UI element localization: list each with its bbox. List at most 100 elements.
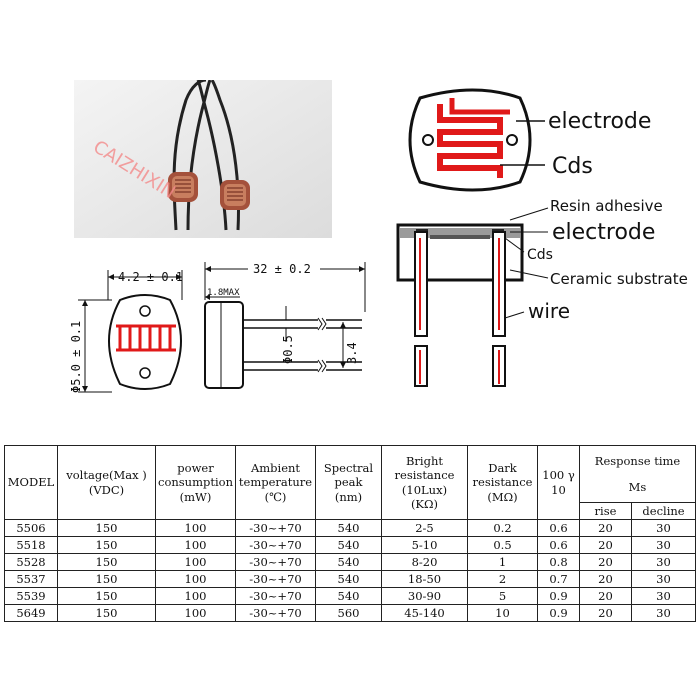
cell-spectral-peak: 540 — [315, 553, 382, 571]
cell-decline: 30 — [631, 570, 696, 588]
sensor-head-left — [168, 172, 198, 202]
technical-drawings: CAIZHIXIN electrode Cds Resin adhesive — [69, 88, 688, 393]
cell-model: 5539 — [4, 587, 58, 605]
label-cds-side: Cds — [527, 247, 553, 263]
header-dark: Dark resistance (MΩ) — [467, 445, 538, 520]
dim-body-height: 1.8MAX — [207, 288, 240, 298]
header-bright: Bright resistance (10Lux) (KΩ) — [381, 445, 468, 520]
side-view-dimensions — [204, 262, 366, 389]
sensor-head-right — [220, 180, 250, 210]
cell-decline: 30 — [631, 587, 696, 605]
front-view-dimensions — [78, 270, 183, 393]
label-electrode-side: electrode — [552, 220, 655, 245]
header-gamma: 100 γ 10 — [537, 445, 580, 520]
cell-dark-resistance: 1 — [467, 553, 538, 571]
dim-lead-pitch: 3.4 — [345, 342, 359, 364]
header-ambient: Ambient temperature (℃) — [235, 445, 316, 520]
cell-dark-resistance: 2 — [467, 570, 538, 588]
cell-decline: 30 — [631, 519, 696, 537]
cell-dark-resistance: 10 — [467, 604, 538, 622]
label-cds-top: Cds — [552, 154, 593, 179]
cell-voltage: 150 — [57, 604, 156, 622]
label-wire: wire — [528, 299, 570, 323]
cell-decline: 30 — [631, 536, 696, 554]
cell-rise: 20 — [579, 519, 632, 537]
cell-bright-resistance: 5-10 — [381, 536, 468, 554]
header-rise: rise — [579, 502, 632, 520]
cell-bright-resistance: 8-20 — [381, 553, 468, 571]
dim-width: 4.2 ± 0.1 — [118, 270, 183, 284]
cell-spectral-peak: 540 — [315, 519, 382, 537]
cell-temperature: -30~+70 — [235, 587, 316, 605]
header-decline: decline — [631, 502, 696, 520]
label-resin: Resin adhesive — [550, 197, 663, 215]
cell-voltage: 150 — [57, 587, 156, 605]
cell-decline: 30 — [631, 604, 696, 622]
cell-decline: 30 — [631, 553, 696, 571]
cell-rise: 20 — [579, 536, 632, 554]
product-photo — [74, 80, 332, 238]
cell-bright-resistance: 2-5 — [381, 519, 468, 537]
header-voltage: voltage(Max ) (VDC) — [57, 445, 156, 520]
label-ceramic: Ceramic substrate — [550, 270, 688, 288]
cell-temperature: -30~+70 — [235, 553, 316, 571]
cell-temperature: -30~+70 — [235, 570, 316, 588]
cell-power: 100 — [155, 519, 236, 537]
cell-spectral-peak: 540 — [315, 587, 382, 605]
header-response: Response time Ms — [579, 445, 696, 503]
cell-dark-resistance: 0.2 — [467, 519, 538, 537]
cell-voltage: 150 — [57, 570, 156, 588]
cell-temperature: -30~+70 — [235, 536, 316, 554]
cell-spectral-peak: 540 — [315, 570, 382, 588]
cell-rise: 20 — [579, 604, 632, 622]
cell-power: 100 — [155, 553, 236, 571]
cell-temperature: -30~+70 — [235, 519, 316, 537]
cell-rise: 20 — [579, 587, 632, 605]
dim-diameter: Φ5.0 ± 0.1 — [69, 321, 83, 393]
header-model: MODEL — [4, 445, 58, 520]
cell-rise: 20 — [579, 570, 632, 588]
cell-gamma: 0.7 — [537, 570, 580, 588]
side-cross-section — [396, 207, 549, 387]
cell-temperature: -30~+70 — [235, 604, 316, 622]
cell-model: 5528 — [4, 553, 58, 571]
cell-gamma: 0.9 — [537, 604, 580, 622]
cell-voltage: 150 — [57, 519, 156, 537]
cell-gamma: 0.9 — [537, 587, 580, 605]
cell-power: 100 — [155, 587, 236, 605]
cell-bright-resistance: 18-50 — [381, 570, 468, 588]
cell-power: 100 — [155, 604, 236, 622]
spec-table: MODEL voltage(Max ) (VDC) power consumpt… — [4, 445, 696, 622]
cell-bright-resistance: 45-140 — [381, 604, 468, 622]
cell-dark-resistance: 5 — [467, 587, 538, 605]
header-spectral: Spectral peak (nm) — [315, 445, 382, 520]
cell-rise: 20 — [579, 553, 632, 571]
top-view-structure — [408, 88, 545, 192]
dim-lead-length: 32 ± 0.2 — [253, 262, 311, 276]
cell-gamma: 0.6 — [537, 519, 580, 537]
cell-bright-resistance: 30-90 — [381, 587, 468, 605]
watermark-text: CAIZHIXIN — [89, 136, 179, 203]
cell-model: 5506 — [4, 519, 58, 537]
cell-power: 100 — [155, 570, 236, 588]
cell-dark-resistance: 0.5 — [467, 536, 538, 554]
cell-spectral-peak: 540 — [315, 536, 382, 554]
cell-model: 5537 — [4, 570, 58, 588]
cell-model: 5518 — [4, 536, 58, 554]
cell-voltage: 150 — [57, 553, 156, 571]
cell-gamma: 0.6 — [537, 536, 580, 554]
label-electrode-top: electrode — [548, 109, 651, 134]
cell-voltage: 150 — [57, 536, 156, 554]
header-power: power consumption (mW) — [155, 445, 236, 520]
dim-lead-diameter: Φ0.5 — [281, 335, 295, 364]
cell-spectral-peak: 560 — [315, 604, 382, 622]
cell-power: 100 — [155, 536, 236, 554]
cell-model: 5649 — [4, 604, 58, 622]
